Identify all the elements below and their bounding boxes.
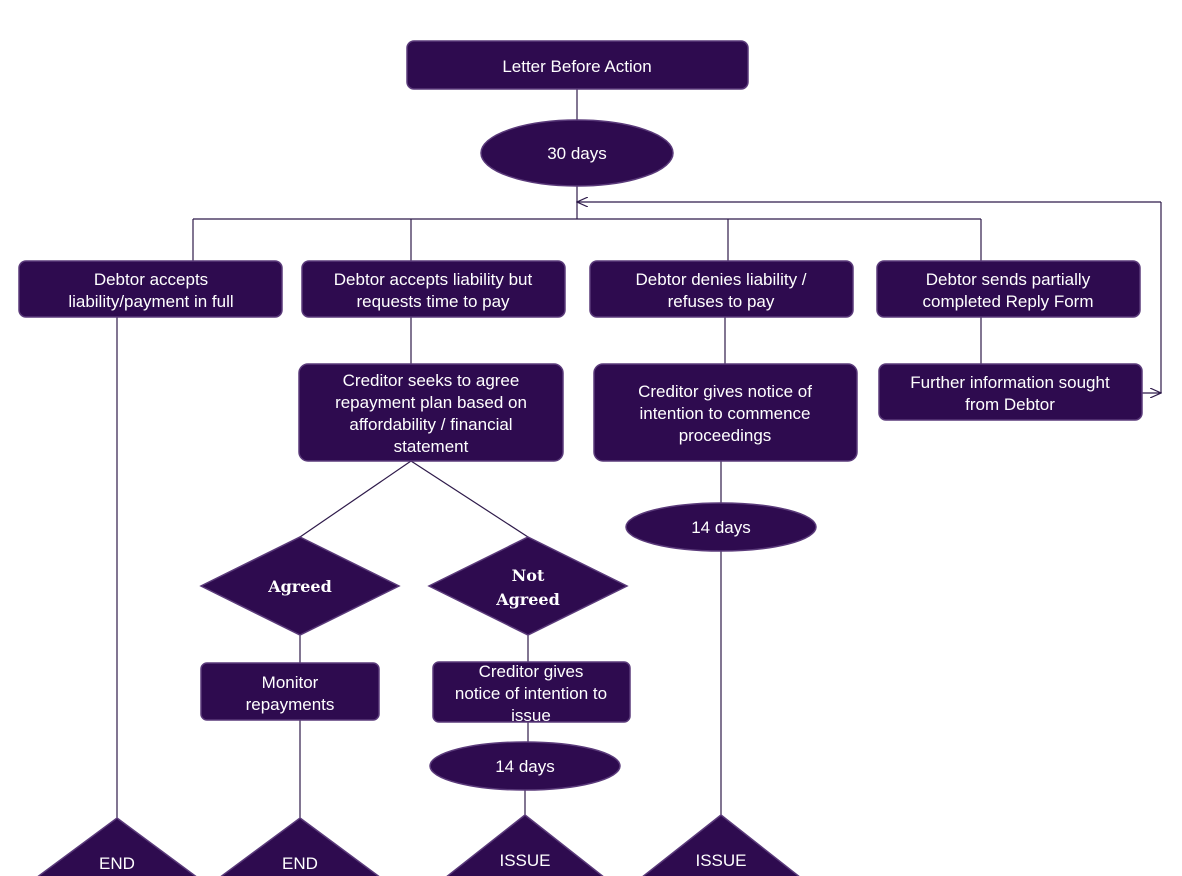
node-label-line-1: Debtor accepts (94, 270, 208, 289)
node-label-line-2: repayment plan based on (335, 393, 527, 412)
node-label-line-4: statement (394, 437, 469, 456)
node-label-line-1: Monitor (262, 673, 319, 692)
node-30-days: 30 days (480, 119, 674, 187)
node-label-line-2: notice of intention to (455, 684, 607, 703)
node-label: ISSUE (499, 851, 550, 870)
node-label: 14 days (691, 518, 751, 537)
node-debtor-accepts-time-to-pay: Debtor accepts liability but requests ti… (301, 260, 566, 318)
node-14-days-mid: 14 days (429, 741, 621, 791)
node-debtor-partial-reply-form: Debtor sends partially completed Reply F… (876, 260, 1141, 318)
node-label: END (282, 854, 318, 873)
node-label-line-3: proceedings (679, 426, 772, 445)
node-label-line-2: requests time to pay (356, 292, 510, 311)
node-14-days-right: 14 days (625, 502, 817, 552)
node-label-line-2: repayments (246, 695, 335, 714)
node-label: 30 days (547, 144, 607, 163)
node-label-line-1: Creditor gives notice of (638, 382, 812, 401)
node-label: 14 days (495, 757, 555, 776)
node-label-line-1: Debtor accepts liability but (334, 270, 533, 289)
node-end-middle: END (220, 817, 380, 876)
node-not-agreed-decision: Not Agreed (427, 536, 629, 636)
node-label-line-2: Agreed (495, 590, 560, 609)
node-monitor-repayments: Monitor repayments (200, 662, 380, 721)
node-label-line-2: intention to commence (639, 404, 810, 423)
connector-plan-to-agreed (299, 460, 412, 538)
node-label-line-2: from Debtor (965, 395, 1055, 414)
node-issue-right: ISSUE (642, 814, 800, 876)
node-label-line-1: Further information sought (910, 373, 1110, 392)
node-letter-before-action: Letter Before Action (406, 40, 749, 90)
node-label: END (99, 854, 135, 873)
node-further-information: Further information sought from Debtor (878, 363, 1143, 421)
node-label-line-2: liability/payment in full (68, 292, 233, 311)
node-label: Letter Before Action (502, 57, 651, 76)
node-creditor-repayment-plan: Creditor seeks to agree repayment plan b… (298, 363, 564, 462)
node-end-left: END (37, 817, 197, 876)
node-agreed-decision: Agreed (199, 536, 401, 636)
connectors (116, 89, 1161, 818)
node-label-line-1: Creditor seeks to agree (343, 371, 520, 390)
node-label-line-1: Not (512, 566, 545, 585)
node-label-line-1: Debtor denies liability / (635, 270, 806, 289)
node-label-line-3: issue (511, 706, 551, 725)
node-creditor-notice-issue: Creditor gives notice of intention to is… (432, 661, 631, 725)
node-label: Agreed (267, 577, 332, 596)
node-label-line-3: affordability / financial (349, 415, 512, 434)
node-creditor-notice-commence: Creditor gives notice of intention to co… (593, 363, 858, 462)
connector-plan-to-not-agreed (410, 460, 529, 538)
node-debtor-accepts-full: Debtor accepts liability/payment in full (18, 260, 283, 318)
node-label-line-1: Creditor gives (479, 662, 584, 681)
node-label-line-2: refuses to pay (668, 292, 775, 311)
node-label-line-2: completed Reply Form (922, 292, 1093, 311)
node-label: ISSUE (695, 851, 746, 870)
node-issue-middle: ISSUE (446, 814, 604, 876)
node-label-line-1: Debtor sends partially (926, 270, 1091, 289)
node-debtor-denies-liability: Debtor denies liability / refuses to pay (589, 260, 854, 318)
